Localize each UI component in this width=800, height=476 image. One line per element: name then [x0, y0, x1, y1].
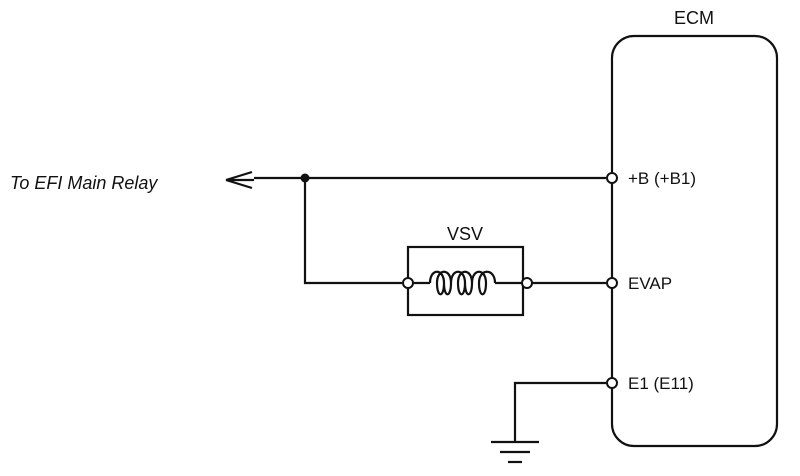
vsv-terminal-left: [402, 277, 414, 289]
vsv-terminal-right: [521, 277, 533, 289]
ecm-box: [610, 34, 779, 448]
vsv-feed-wire: [303, 178, 402, 285]
pin-evap-label: EVAP: [628, 274, 672, 293]
pin-evap-terminal: [606, 277, 618, 289]
arrow-left-icon: [225, 170, 254, 190]
solenoid-coil-icon: [413, 270, 522, 296]
pin-b-terminal: [606, 172, 618, 184]
ecm-label: ECM: [674, 8, 714, 28]
ground-icon: [491, 440, 539, 464]
relay-label: To EFI Main Relay: [10, 173, 158, 193]
pin-e1-label: E1 (E11): [628, 374, 694, 393]
vsv-label: VSV: [447, 224, 483, 244]
pin-b-label: +B (+B1): [628, 169, 696, 188]
pin-e1-terminal: [606, 377, 618, 389]
ground-wire: [513, 381, 606, 442]
